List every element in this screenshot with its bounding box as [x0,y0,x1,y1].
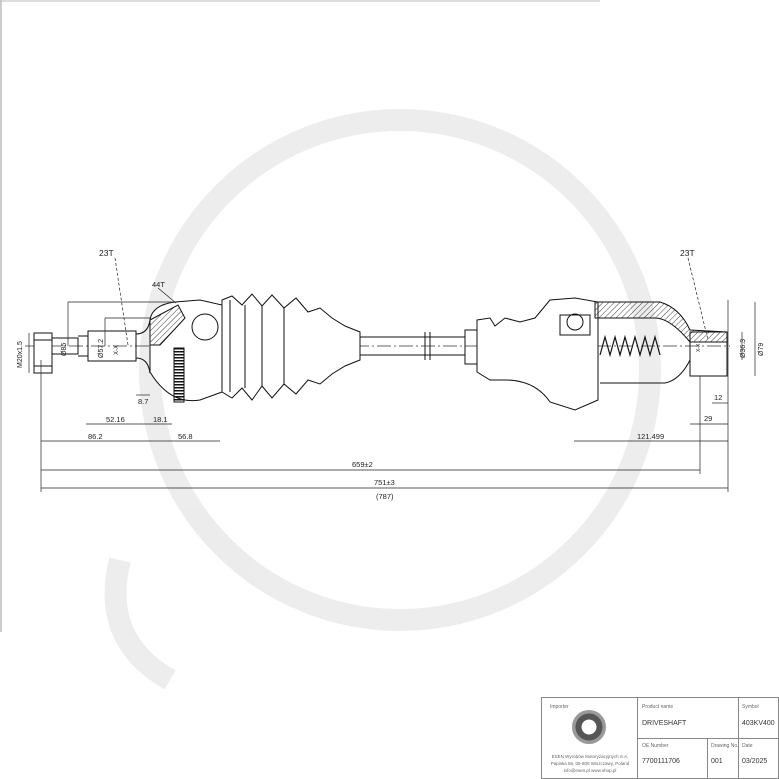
dim-659: 659±2 [352,460,373,469]
dia-36-label: Ø36.3 [740,339,747,358]
spline-label-right: 23T [680,248,695,258]
drawing-no-label: Drawing No. [711,743,739,749]
company-logo [572,710,606,744]
dim-56-8: 56.8 [178,432,193,441]
product-name-value: DRIVESHAFT [642,720,687,727]
date-value: 03/2025 [742,758,768,765]
section-label-left: X-X [114,345,120,355]
spline-label-left: 23T [99,248,114,258]
product-name-label: Product name [642,704,674,710]
dimension-lines [28,257,756,492]
title-block: Importer ESEN Wyrobów Motoryzacyjnych S.… [541,697,779,779]
importer-address-2: Papiska 55, 05-800 Wiszczawy, Poland [550,761,630,766]
importer-address-1: ESEN Wyrobów Motoryzacyjnych S.A. [551,754,629,759]
dim-52-16: 52.16 [106,415,125,424]
right-joint [464,297,728,411]
dim-121: 121.499 [637,432,664,441]
left-joint [33,293,361,403]
thread-label: M20x1.5 [17,341,24,368]
dimension-labels: 23T 44T 23T M20x1.5 Ø85 Ø57.2 X-X X-X 8.… [17,248,765,501]
section-label-right: X-X [696,343,702,352]
dim-12: 12 [714,393,722,402]
date-label: Date [742,743,753,749]
dia-79-label: Ø79 [758,343,765,356]
dim-787: (787) [376,492,394,501]
dim-751: 751±3 [374,478,395,487]
symbol-value: 403KV400 [742,720,775,727]
symbol-label: Symbol [742,704,759,710]
dia-57-label: Ø57.2 [98,339,105,358]
importer-label: Importer [550,704,569,710]
dim-8-7: 8.7 [138,397,148,406]
dim-29: 29 [704,414,712,423]
abs-ring-label: 44T [152,280,165,289]
oe-number-value: 7700111706 [642,758,680,765]
dim-86-2: 86.2 [88,432,103,441]
dim-18-1: 18.1 [153,415,168,424]
importer-address-3: info@esen.pl www.shop.pl [563,768,617,773]
drawing-no-value: 001 [711,758,723,765]
oe-number-label: OE Number [642,743,669,749]
dia-85-label: Ø85 [61,343,68,356]
